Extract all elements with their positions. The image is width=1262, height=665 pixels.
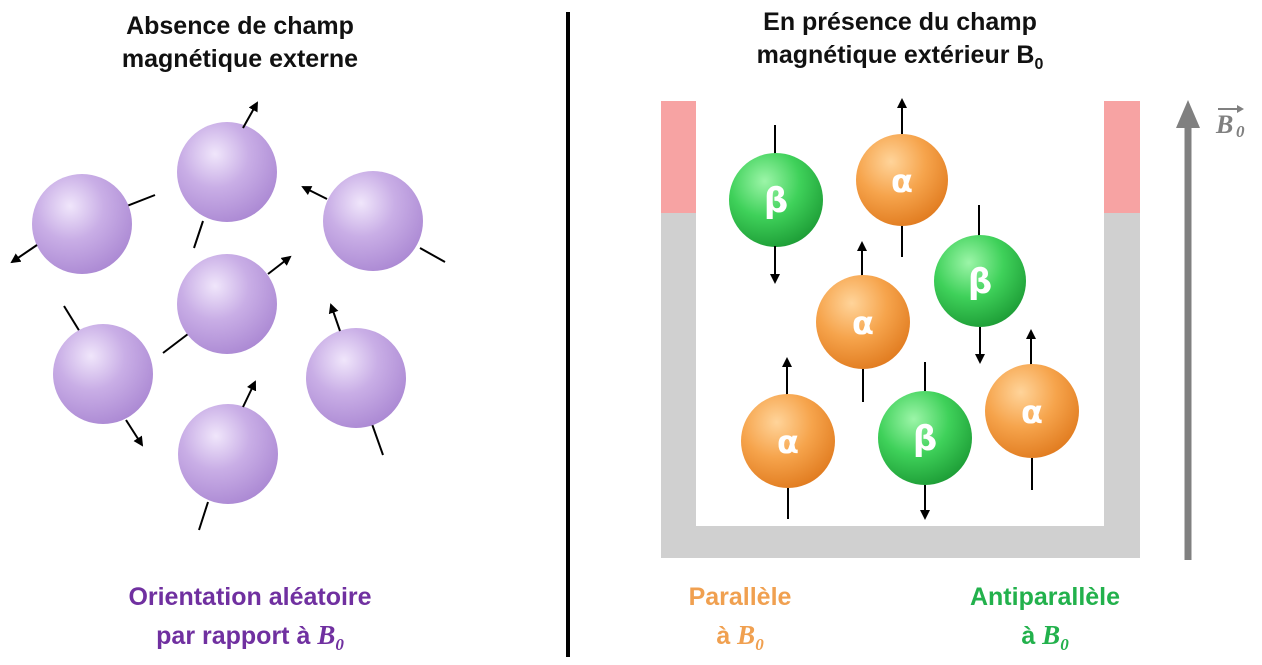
- alpha-sphere: [816, 275, 910, 369]
- purple-sphere: [178, 404, 278, 504]
- right-title-line1: En présence du champ: [763, 8, 1037, 36]
- container-right-wall: [1104, 213, 1140, 558]
- beta-sphere: [729, 153, 823, 247]
- purple-sphere: [32, 174, 132, 274]
- antiparallel-caption: Antiparallèle à B0: [945, 578, 1145, 665]
- antiparallel-caption-prefix: à: [1021, 622, 1043, 650]
- container-left-rim: [661, 101, 696, 213]
- left-caption-subscript: 0: [335, 635, 344, 654]
- left-caption-prefix: par rapport à: [156, 622, 318, 650]
- purple-sphere: [177, 254, 277, 354]
- vector-arrow-icon: [1218, 105, 1244, 113]
- b0-field-arrow: [1176, 100, 1200, 560]
- purple-sphere: [53, 324, 153, 424]
- beta-label: β: [968, 262, 992, 302]
- alpha-label: α: [891, 162, 913, 200]
- beta-sphere: [934, 235, 1026, 327]
- right-title-subscript: 0: [1034, 56, 1044, 73]
- spin-container: [661, 101, 1140, 558]
- b0-subscript: 0: [1236, 122, 1245, 141]
- antiparallel-caption-subscript: 0: [1060, 635, 1069, 654]
- parallel-caption-prefix: à: [716, 622, 738, 650]
- alpha-sphere: [985, 364, 1079, 458]
- alpha-label: α: [852, 304, 874, 342]
- left-caption-subscript-text: 0: [335, 635, 344, 654]
- container-floor: [661, 526, 1140, 558]
- right-title: En présence du champ magnétique extérieu…: [700, 6, 1100, 81]
- parallel-caption-symbol: B: [737, 620, 756, 650]
- purple-sphere: [323, 171, 423, 271]
- antiparallel-caption-subscript-text: 0: [1060, 635, 1069, 654]
- beta-sphere: [878, 391, 972, 485]
- beta-label: β: [764, 181, 788, 221]
- b0-vector-label: B 0: [1214, 104, 1258, 148]
- right-title-text: magnétique extérieur B: [756, 41, 1035, 69]
- beta-label: β: [913, 419, 937, 459]
- parallel-caption: Parallèle à B0: [660, 578, 820, 665]
- left-caption-symbol: B: [317, 620, 336, 650]
- left-caption-line1: Orientation aléatoire: [128, 583, 372, 611]
- container-left-wall: [661, 213, 696, 558]
- left-caption-line2: par rapport à B0: [60, 616, 440, 665]
- alpha-sphere: [741, 394, 835, 488]
- alpha-sphere: [856, 134, 948, 226]
- aligned-spins: β α β α α β α: [729, 98, 1079, 520]
- alpha-label: α: [777, 423, 799, 461]
- left-caption: Orientation aléatoire par rapport à B0: [60, 578, 440, 665]
- left-title-line1: Absence de champ: [126, 12, 354, 40]
- left-title-line2: magnétique externe: [121, 45, 359, 73]
- parallel-caption-subscript: 0: [755, 635, 764, 654]
- panel-divider: [566, 12, 570, 657]
- container-right-rim: [1104, 101, 1140, 213]
- parallel-caption-line2: à B0: [660, 616, 820, 665]
- parallel-caption-subscript-text: 0: [755, 635, 764, 654]
- b0-symbol: B: [1216, 110, 1234, 139]
- antiparallel-caption-symbol: B: [1042, 620, 1061, 650]
- purple-sphere: [306, 328, 406, 428]
- antiparallel-caption-line1: Antiparallèle: [969, 583, 1121, 611]
- purple-sphere: [177, 122, 277, 222]
- left-title: Absence de champ magnétique externe: [60, 10, 420, 76]
- random-spins: [10, 101, 446, 531]
- right-title-line2: magnétique extérieur B0: [700, 39, 1100, 81]
- alpha-label: α: [1021, 393, 1043, 431]
- antiparallel-caption-line2: à B0: [945, 616, 1145, 665]
- parallel-caption-line1: Parallèle: [688, 583, 792, 611]
